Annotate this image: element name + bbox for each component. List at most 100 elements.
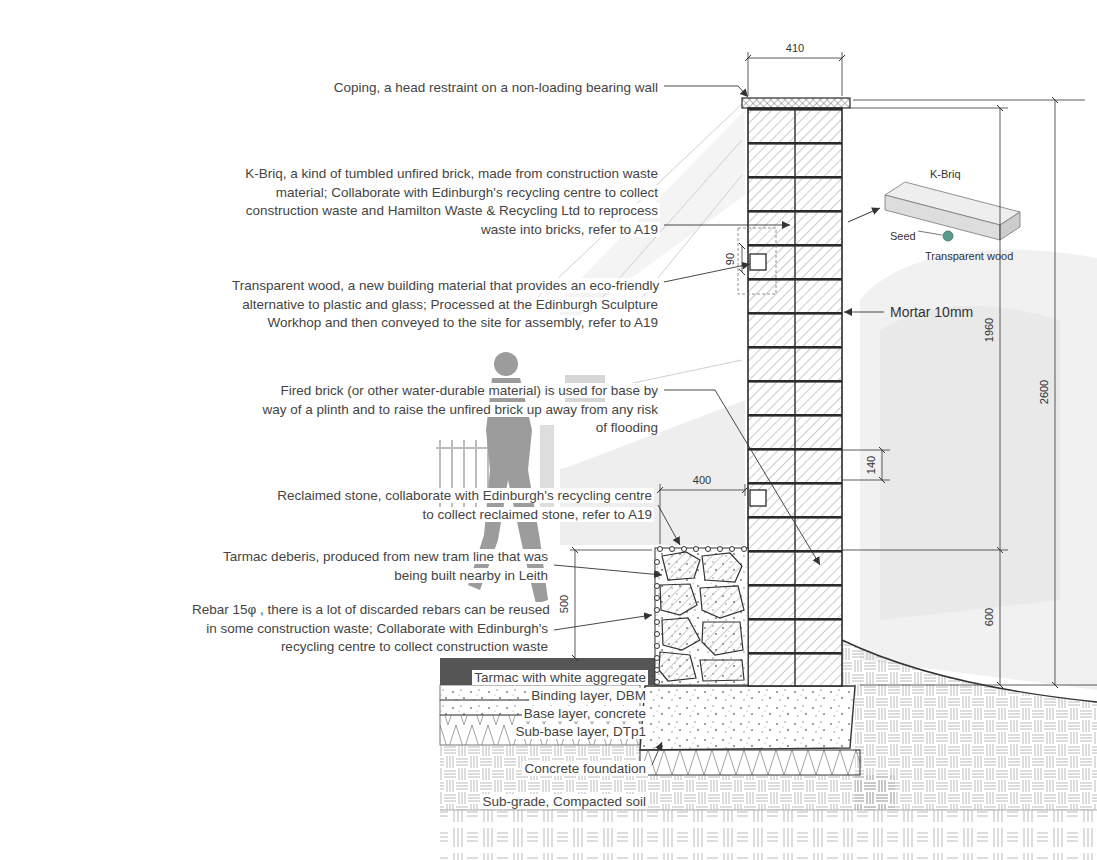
dimension-value: 500 bbox=[558, 595, 570, 613]
dimension-lines bbox=[842, 480, 890, 481]
callout-text: Sub-base layer, DTp1 bbox=[513, 724, 648, 739]
callout-text: Rebar 15φ , there is a lot of discarded … bbox=[190, 602, 552, 654]
callout-block: Base layer, concrete bbox=[348, 704, 648, 723]
leader-lines bbox=[652, 742, 662, 765]
ground-slope bbox=[842, 640, 1097, 810]
leader-lines bbox=[664, 390, 820, 565]
brick-wall bbox=[750, 490, 766, 506]
dimension-value: 410 bbox=[786, 42, 804, 54]
brick-wall bbox=[748, 108, 842, 686]
reclaimed-stone-gabion bbox=[718, 547, 723, 552]
reclaimed-stone-gabion bbox=[700, 586, 744, 618]
leader-lines bbox=[844, 312, 884, 313]
dimension-holder: 410 bbox=[786, 38, 804, 56]
reclaimed-stone-gabion bbox=[662, 552, 700, 580]
reclaimed-stone-gabion bbox=[660, 584, 697, 615]
reclaimed-stone-gabion bbox=[700, 660, 744, 681]
reclaimed-stone-gabion bbox=[658, 547, 663, 552]
dimension-lines bbox=[842, 52, 843, 96]
reclaimed-stone-gabion bbox=[655, 547, 749, 686]
annotation-holder: Mortar 10mm bbox=[890, 303, 973, 321]
annotation-holder: Transparent wood bbox=[925, 246, 1013, 264]
brick-wall bbox=[748, 108, 842, 686]
leader-lines bbox=[658, 505, 680, 545]
callout-block: Concrete foundation bbox=[348, 759, 648, 778]
dimension-lines bbox=[748, 52, 749, 96]
callout-block: Reclaimed stone, collaborate with Edinbu… bbox=[264, 486, 654, 523]
dimension-lines bbox=[853, 100, 1085, 101]
callout-block: Fired brick (or other water-durable mate… bbox=[260, 381, 660, 437]
brick-wall bbox=[742, 98, 850, 108]
reclaimed-stone-gabion bbox=[670, 547, 675, 552]
leader-lines bbox=[664, 86, 748, 97]
ground-layers bbox=[440, 658, 655, 685]
leader-lines bbox=[554, 565, 662, 575]
kbriq-inset bbox=[918, 231, 942, 235]
kbriq-inset bbox=[943, 231, 953, 241]
callout-block: Sub-base layer, DTp1 bbox=[348, 722, 648, 741]
annotation-text: Mortar 10mm bbox=[890, 304, 973, 320]
reclaimed-stone-gabion bbox=[702, 553, 742, 582]
annotation-text: Seed bbox=[890, 230, 916, 242]
reclaimed-stone-gabion bbox=[702, 622, 743, 655]
background-sketch bbox=[880, 306, 1060, 620]
dimension-holder: 600 bbox=[979, 608, 997, 626]
callout-text: Coping, a head restraint on a non-loadin… bbox=[332, 80, 660, 95]
dimension-lines bbox=[842, 550, 1008, 551]
dimension-value: 400 bbox=[693, 474, 711, 486]
dimension-lines bbox=[570, 52, 1097, 685]
dimension-lines bbox=[860, 685, 1097, 686]
dimension-lines bbox=[748, 58, 842, 59]
callout-block: K-Briq, a kind of tumbled unfired brick,… bbox=[230, 164, 660, 238]
leader-lines bbox=[664, 264, 750, 282]
callout-block: Sub-grade, Compacted soil bbox=[348, 792, 648, 811]
callout-block: Transparent wood, a new building materia… bbox=[230, 276, 660, 332]
leader-lines bbox=[554, 615, 652, 630]
callout-text: K-Briq, a kind of tumbled unfired brick,… bbox=[243, 166, 660, 237]
brick-wall bbox=[738, 98, 850, 686]
kbriq-inset bbox=[1000, 212, 1020, 240]
reclaimed-stone-gabion bbox=[655, 656, 660, 661]
reclaimed-stone-gabion bbox=[655, 560, 660, 565]
dimension-lines bbox=[742, 246, 743, 272]
callout-text: Base layer, concrete bbox=[522, 706, 648, 721]
dimension-holder: 400 bbox=[693, 470, 711, 488]
reclaimed-stone-gabion bbox=[659, 652, 696, 681]
reclaimed-stone-gabion bbox=[655, 584, 660, 589]
callout-text: Sub-grade, Compacted soil bbox=[480, 794, 648, 809]
callout-block: Tarmac with white aggregate bbox=[348, 668, 648, 687]
reclaimed-stone-gabion bbox=[655, 680, 660, 685]
concrete-foundation bbox=[640, 686, 855, 750]
reclaimed-stone-gabion bbox=[682, 547, 687, 552]
dimension-value: 140 bbox=[865, 456, 877, 474]
dimension-value: 600 bbox=[983, 608, 995, 626]
reclaimed-stone-gabion bbox=[655, 548, 748, 685]
reclaimed-stone-gabion bbox=[655, 596, 660, 601]
dimension-lines bbox=[660, 490, 745, 491]
reclaimed-stone-gabion bbox=[706, 547, 711, 552]
ground-layers bbox=[440, 810, 1097, 860]
concrete-foundation bbox=[640, 686, 860, 775]
reclaimed-stone-gabion bbox=[742, 547, 747, 552]
dimension-holder: 140 bbox=[861, 456, 879, 474]
dimension-value: 2600 bbox=[1038, 380, 1050, 404]
dimension-lines bbox=[660, 484, 661, 544]
reclaimed-stone-gabion bbox=[694, 547, 699, 552]
reclaimed-stone-gabion bbox=[655, 620, 660, 625]
reclaimed-stone-gabion bbox=[659, 552, 744, 681]
brick-wall bbox=[750, 254, 766, 270]
callout-text: Transparent wood, a new building materia… bbox=[230, 278, 661, 330]
annotation-holder: Seed bbox=[890, 226, 916, 244]
annotation-text: Transparent wood bbox=[925, 250, 1013, 262]
callout-block: Rebar 15φ , there is a lot of discarded … bbox=[190, 600, 550, 656]
dimension-lines bbox=[1000, 550, 1001, 685]
callout-text: Reclaimed stone, collaborate with Edinbu… bbox=[275, 488, 654, 522]
background-sketch bbox=[860, 250, 1097, 690]
dimension-value: 1960 bbox=[983, 318, 995, 342]
dimension-lines bbox=[570, 550, 652, 551]
callout-text: Tarmac deberis, produced from new tram l… bbox=[221, 549, 550, 583]
brick-wall bbox=[794, 108, 795, 686]
dimension-lines bbox=[575, 550, 576, 658]
callout-block: Tarmac deberis, produced from new tram l… bbox=[190, 547, 550, 584]
